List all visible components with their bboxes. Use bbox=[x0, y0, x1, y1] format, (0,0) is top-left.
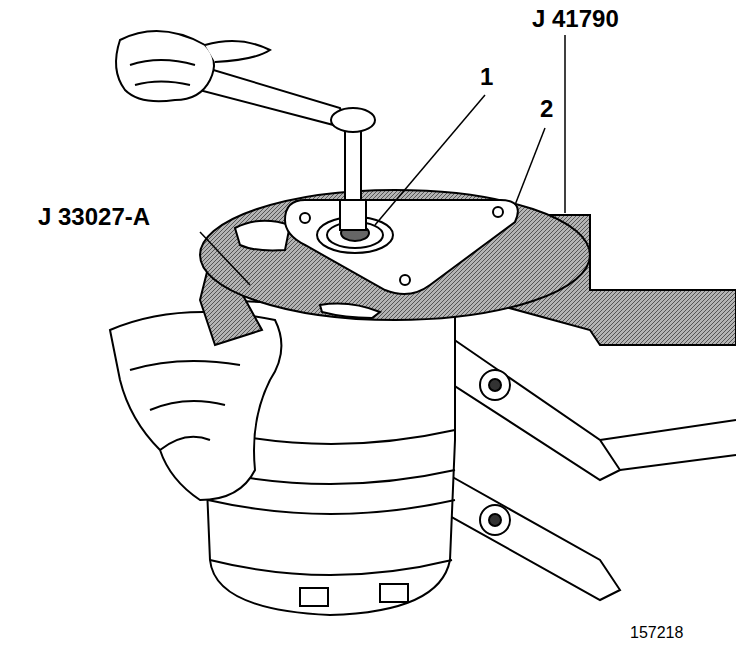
clamp-knobs-part bbox=[489, 514, 501, 526]
bearing-plate-part bbox=[493, 207, 503, 217]
alternator-body-part bbox=[208, 500, 455, 514]
seal-installer-disc bbox=[200, 190, 590, 345]
lower-hand-part bbox=[150, 401, 225, 410]
alternator-body-part bbox=[210, 560, 452, 575]
holding-fixture-part bbox=[430, 470, 620, 600]
bearing-plate-part bbox=[400, 275, 410, 285]
holding-fixture-part bbox=[430, 330, 620, 480]
leader-lines-part bbox=[564, 35, 566, 213]
ratchet bbox=[180, 60, 375, 230]
holding-fixture-part bbox=[620, 455, 736, 470]
callout-number: 1 bbox=[478, 64, 495, 90]
clamp-knobs-part bbox=[480, 505, 510, 535]
clamp-knobs-part bbox=[480, 370, 510, 400]
upper-hand-part bbox=[116, 31, 214, 101]
leader-lines bbox=[200, 35, 565, 285]
lower-hand-part bbox=[160, 437, 210, 450]
leader-lines-part bbox=[375, 95, 485, 225]
figure-number: 157218 bbox=[628, 624, 685, 642]
clamp-knobs-part bbox=[489, 379, 501, 391]
bearing-plate-part bbox=[300, 213, 310, 223]
leader-lines-part bbox=[200, 232, 250, 285]
holding-fixture-part bbox=[600, 420, 736, 440]
callout-number: 2 bbox=[538, 96, 555, 122]
upper-hand-part bbox=[130, 60, 195, 65]
ratchet-part bbox=[340, 200, 366, 230]
tool-number: J 33027-A bbox=[36, 204, 152, 230]
seal-installer-disc-part bbox=[320, 304, 380, 318]
bearing-plate-part bbox=[285, 200, 518, 294]
upper-hand-part bbox=[135, 82, 190, 86]
upper-hand-part bbox=[205, 41, 270, 62]
alternator-body-part bbox=[380, 584, 408, 602]
lower-hand-part bbox=[130, 361, 240, 370]
alternator-body-part bbox=[300, 588, 328, 606]
ratchet-part bbox=[331, 108, 375, 132]
seal-installer-disc-part bbox=[200, 190, 590, 320]
tool-number: J 41790 bbox=[530, 6, 621, 32]
upper-hand bbox=[116, 31, 270, 101]
bearing-plate bbox=[285, 200, 518, 294]
clamp-knobs bbox=[480, 370, 510, 535]
lower-hand bbox=[110, 312, 281, 500]
lower-hand-part bbox=[110, 312, 281, 500]
leader-lines-part bbox=[515, 128, 545, 205]
seal-installer-disc-part bbox=[235, 221, 290, 251]
